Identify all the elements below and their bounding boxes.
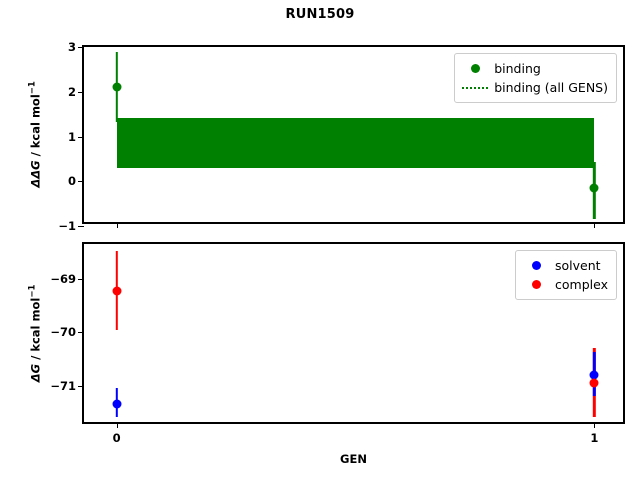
bottom-yticklabel-m69: −69: [50, 271, 76, 286]
bottom-ytick-m69: [78, 278, 84, 280]
figure-title: RUN1509: [285, 7, 355, 22]
top-ytick-1: [78, 136, 84, 138]
binding-dotted-line-icon: [462, 86, 489, 89]
top-yticklabel-1: 1: [67, 129, 76, 144]
top-ytick-0: [78, 181, 84, 183]
top-ytick-2: [78, 91, 84, 93]
top-ylabel-sup: −1: [27, 81, 38, 95]
top-yticklabel-2: 2: [67, 84, 76, 99]
top-yticklabel-0: 0: [67, 174, 76, 189]
binding-dot-icon: [462, 64, 488, 73]
complex-dot-icon: [523, 280, 549, 289]
binding-all-gens-band: [116, 118, 595, 168]
binding-marker-gen0: [112, 82, 122, 92]
legend-label-solvent: solvent: [555, 258, 601, 273]
bottom-xtick-1: [594, 422, 596, 428]
top-yticklabel-3: 3: [67, 40, 76, 54]
legend-label-complex: complex: [555, 277, 608, 292]
legend-item-binding-all-gens[interactable]: binding (all GENS): [462, 78, 608, 97]
bottom-xtick-0: [116, 422, 118, 428]
top-xtick-1: [594, 222, 596, 228]
legend-item-solvent[interactable]: solvent: [523, 256, 608, 275]
top-panel-legend: binding binding (all GENS): [454, 53, 617, 103]
solvent-marker-gen1: [589, 370, 599, 380]
top-ytick-m1: [78, 226, 84, 227]
x-axis-label: GEN: [340, 452, 367, 466]
solvent-marker-gen0: [112, 399, 122, 408]
top-yticklabel-m1: −1: [58, 219, 76, 233]
bottom-yticklabel-m71: −71: [50, 378, 76, 393]
legend-label-binding-all-gens: binding (all GENS): [494, 80, 608, 95]
solvent-dot-icon: [523, 261, 549, 270]
top-xtick-0: [116, 222, 118, 228]
bottom-ylabel-sup: −1: [27, 284, 38, 298]
legend-label-binding: binding: [494, 61, 541, 76]
complex-marker-gen1: [589, 378, 599, 388]
bottom-xticklabel-1: 1: [590, 431, 599, 445]
bottom-panel-legend: solvent complex: [515, 250, 617, 300]
top-panel-ylabel: ΔΔG / kcal mol−1: [28, 54, 43, 214]
bottom-ytick-m71: [78, 385, 84, 387]
bottom-panel-axes: −69 −70 −71 0 1: [50, 242, 625, 445]
bottom-xticklabel-0: 0: [112, 431, 121, 445]
bottom-ylabel-text: ΔG: [28, 363, 43, 383]
bottom-panel-ylabel: ΔG / kcal mol−1: [28, 253, 43, 413]
top-ylabel-unit: / kcal mol: [28, 94, 43, 161]
top-panel-axes: 3 2 1 0 −1 binding: [58, 40, 625, 233]
legend-item-binding[interactable]: binding: [462, 59, 608, 78]
bottom-ytick-m70: [78, 332, 84, 334]
bottom-yticklabel-m70: −70: [50, 325, 76, 340]
top-ytick-3: [78, 47, 84, 48]
top-ylabel-text: ΔΔG: [28, 160, 43, 188]
legend-item-complex[interactable]: complex: [523, 275, 608, 294]
binding-marker-gen1: [589, 183, 599, 193]
bottom-ylabel-unit: / kcal mol: [28, 297, 43, 364]
complex-marker-gen0: [112, 286, 122, 296]
